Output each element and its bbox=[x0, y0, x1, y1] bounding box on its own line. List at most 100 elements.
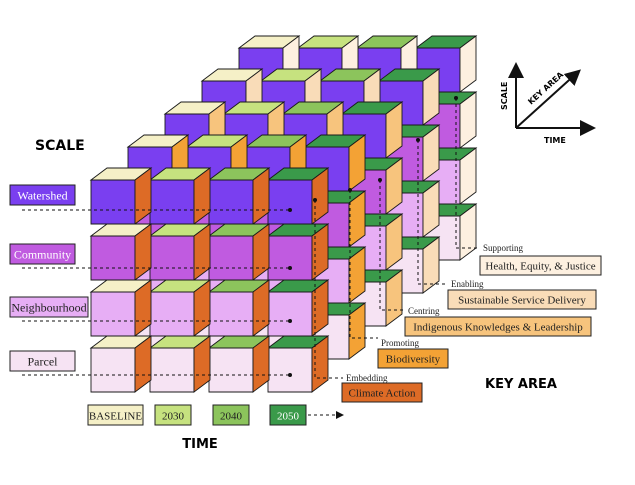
key-label-service-delivery-box bbox=[447, 289, 597, 310]
time-legend-2030-box bbox=[154, 404, 192, 426]
key-leader-dot-climate-action bbox=[313, 198, 317, 202]
key-label-health-box bbox=[479, 255, 602, 276]
cube-front-face bbox=[208, 291, 254, 337]
time-legend-baseline-text: BASELINE bbox=[89, 411, 142, 423]
cube-side-face bbox=[311, 279, 329, 337]
key-label-indigenous-text: Indigenous Knowledges & Leadership bbox=[413, 322, 583, 334]
cube-side-face bbox=[459, 147, 477, 205]
key-area-axis-title: KEY AREA bbox=[485, 377, 557, 392]
scale-axis-title: SCALE bbox=[35, 138, 85, 154]
cube-front-face bbox=[90, 235, 136, 281]
scale-label-neighbourhood-text: Neighbourhood bbox=[11, 301, 86, 315]
cube-side-face bbox=[422, 124, 440, 182]
scale-level-labels: Watershed Community Neighbourhood Parcel bbox=[9, 184, 89, 372]
cube-front-face bbox=[90, 347, 136, 393]
cube-side-face bbox=[422, 236, 440, 294]
scale-label-parcel-box bbox=[9, 350, 76, 372]
cube bbox=[148, 223, 212, 281]
cube-front-face bbox=[149, 347, 195, 393]
cube bbox=[207, 223, 271, 281]
scale-label-community: Community bbox=[9, 243, 76, 265]
cube bbox=[266, 279, 330, 337]
cube-side-face bbox=[385, 269, 403, 327]
scale-label-parcel: Parcel bbox=[9, 350, 76, 372]
cube bbox=[89, 279, 153, 337]
cube-side-face bbox=[193, 279, 211, 337]
scale-label-neighbourhood: Neighbourhood bbox=[9, 296, 89, 318]
inset-scale-label: SCALE bbox=[500, 82, 509, 110]
time-legend-baseline-box bbox=[87, 404, 144, 426]
time-legend-2050-box bbox=[269, 404, 307, 426]
cube-front-face bbox=[267, 291, 313, 337]
key-verb-supporting: Supporting bbox=[483, 243, 524, 253]
time-legend-2040-box bbox=[212, 404, 250, 426]
key-label-climate-action-text: Climate Action bbox=[349, 388, 416, 400]
cube bbox=[148, 167, 212, 225]
cube-side-face bbox=[348, 134, 366, 192]
cube bbox=[148, 279, 212, 337]
cube-front-face bbox=[149, 291, 195, 337]
cube-side-face bbox=[422, 180, 440, 238]
cube-side-face bbox=[385, 101, 403, 159]
key-label-biodiversity-text: Biodiversity bbox=[386, 354, 441, 366]
key-leader-dot-health bbox=[454, 96, 458, 100]
cube-side-face bbox=[348, 190, 366, 248]
cube-side-face bbox=[311, 167, 329, 225]
key-leader-biodiversity bbox=[349, 190, 378, 339]
inset-key-area-axis bbox=[515, 69, 581, 129]
scale-label-community-text: Community bbox=[14, 248, 71, 262]
key-verb-centring: Centring bbox=[408, 306, 440, 316]
cube-side-face bbox=[193, 335, 211, 393]
scale-leader-dot-parcel bbox=[288, 373, 292, 377]
scale-leader-dots bbox=[288, 208, 292, 377]
key-area-layer-0 bbox=[89, 167, 330, 393]
key-verb-promoting: Promoting bbox=[381, 338, 420, 348]
cube-front-face bbox=[208, 347, 254, 393]
cube-front-face bbox=[267, 179, 313, 225]
cube-front-face bbox=[267, 235, 313, 281]
scale-leader-dot-neighbourhood bbox=[288, 319, 292, 323]
key-area-verbs: Embedding Promoting Centring Enabling Su… bbox=[346, 243, 524, 383]
cube-front-face bbox=[208, 179, 254, 225]
key-leader-indigenous bbox=[379, 180, 405, 311]
key-area-leader-lines bbox=[314, 98, 480, 379]
cube-front-face bbox=[149, 179, 195, 225]
key-area-leader-dots bbox=[313, 96, 458, 202]
scale-label-community-box bbox=[9, 243, 76, 265]
cube bbox=[89, 223, 153, 281]
cube-side-face bbox=[134, 335, 152, 393]
scale-label-parcel-text: Parcel bbox=[28, 355, 59, 369]
scale-leader-lines bbox=[22, 209, 290, 376]
cube bbox=[89, 335, 153, 393]
cube-side-face bbox=[385, 157, 403, 215]
cube-grid bbox=[89, 35, 478, 393]
key-label-health-text: Health, Equity, & Justice bbox=[485, 261, 595, 273]
cube-side-face bbox=[348, 246, 366, 304]
cube bbox=[266, 335, 330, 393]
time-legend: BASELINE 2030 2040 2050 bbox=[87, 404, 344, 426]
cube-front-face bbox=[267, 347, 313, 393]
cube-front-face bbox=[208, 235, 254, 281]
scale-leader-dot-watershed bbox=[288, 208, 292, 212]
cube-side-face bbox=[459, 35, 477, 93]
cube bbox=[207, 279, 271, 337]
axis-orientation-inset: SCALE KEY AREA TIME bbox=[500, 62, 596, 145]
cube-side-face bbox=[422, 68, 440, 126]
cube-side-face bbox=[252, 335, 270, 393]
scale-label-watershed: Watershed bbox=[9, 184, 76, 206]
key-leader-dot-service-delivery bbox=[416, 138, 420, 142]
cube-side-face bbox=[385, 213, 403, 271]
key-leader-dot-indigenous bbox=[378, 178, 382, 182]
cube bbox=[207, 167, 271, 225]
key-verb-enabling: Enabling bbox=[451, 279, 484, 289]
key-label-biodiversity-box bbox=[377, 348, 449, 369]
inset-time-label: TIME bbox=[544, 136, 566, 145]
time-legend-2030-text: 2030 bbox=[162, 411, 185, 423]
key-verb-embedding: Embedding bbox=[346, 373, 388, 383]
cube-side-face bbox=[311, 223, 329, 281]
cube bbox=[89, 167, 153, 225]
cube-side-face bbox=[134, 279, 152, 337]
key-leader-service-delivery bbox=[417, 140, 448, 285]
cube-front-face bbox=[90, 291, 136, 337]
scale-label-neighbourhood-box bbox=[9, 296, 89, 318]
